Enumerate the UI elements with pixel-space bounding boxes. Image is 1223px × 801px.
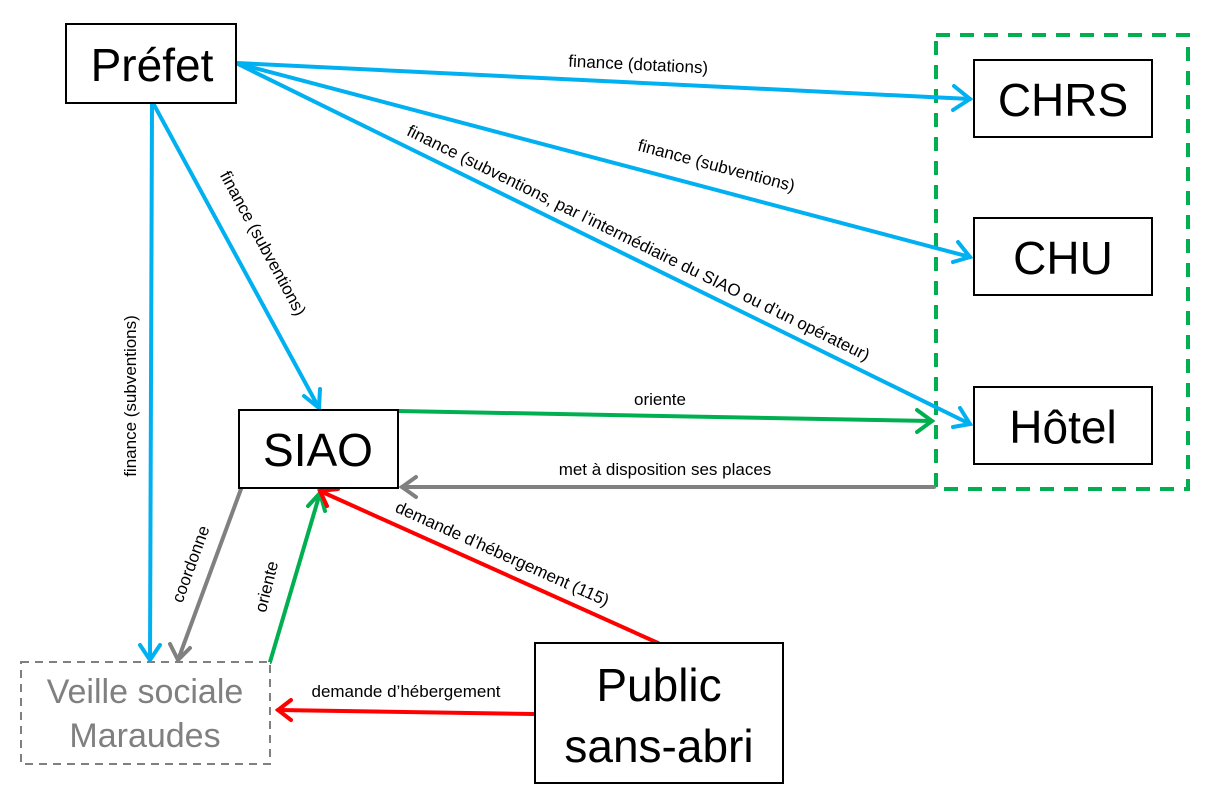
arrowhead-icon <box>274 698 293 722</box>
node-hotel-label: Hôtel <box>1009 401 1116 453</box>
node-prefet: Préfet <box>65 23 237 104</box>
edge-label-public-siao: demande d’hébergement (115) <box>392 498 612 611</box>
arrowhead-icon <box>317 487 340 508</box>
edge-label-prefet-veille: finance (subventions) <box>121 315 140 477</box>
edge-prefet-hotel <box>234 61 974 429</box>
edge-label-prefet-chrs: finance (dotations) <box>568 52 709 78</box>
edge-label-siao-hotel: oriente <box>634 390 686 409</box>
node-public-sans-abri: Public sans-abri <box>534 642 784 784</box>
edge-prefet-chu <box>234 61 974 264</box>
node-veille-line1: Veille sociale <box>47 673 244 711</box>
node-chu: CHU <box>973 217 1153 296</box>
node-chrs-label: CHRS <box>998 74 1128 126</box>
arrowhead-icon <box>138 643 162 664</box>
arrowhead-icon <box>915 408 936 434</box>
edge-label-veille-siao: oriente <box>251 559 282 614</box>
node-veille-sociale: Veille sociale Maraudes <box>20 661 271 765</box>
arrowhead-icon <box>398 475 418 499</box>
node-hotel: Hôtel <box>973 386 1153 465</box>
arrowhead-icon <box>951 84 974 112</box>
edge-public-siao <box>317 487 660 645</box>
edge-prefet-chrs <box>234 61 974 112</box>
edge-siao-hotel <box>396 408 936 434</box>
node-siao: SIAO <box>238 409 399 489</box>
edge-prefet-siao <box>151 101 322 412</box>
node-veille-line2: Maraudes <box>69 717 220 755</box>
edge-prefet-veille <box>138 101 162 664</box>
edge-label-siao-veille: coordonne <box>168 523 213 605</box>
arrowhead-icon <box>951 406 974 429</box>
node-chrs: CHRS <box>973 59 1153 138</box>
accommodation-group-border <box>934 33 1190 491</box>
edge-label-public-veille: demande d’hébergement <box>311 682 500 701</box>
arrowhead-icon <box>302 387 322 412</box>
node-prefet-label: Préfet <box>91 39 214 91</box>
edge-label-prefet-chu: finance (subventions) <box>636 136 797 196</box>
node-public-line2: sans-abri <box>564 720 753 772</box>
edge-label-group-siao: met à disposition ses places <box>559 460 772 479</box>
edge-group-siao <box>398 475 936 499</box>
arrowhead-icon <box>951 240 974 264</box>
edge-label-prefet-hotel: finance (subventions, par l’intermédiair… <box>404 121 873 365</box>
node-public-line1: Public <box>596 659 721 711</box>
edge-siao-veille <box>168 487 243 664</box>
node-chu-label: CHU <box>1013 232 1113 284</box>
arrowhead-icon <box>168 642 192 664</box>
node-siao-label: SIAO <box>263 424 373 476</box>
edge-public-veille <box>274 698 535 722</box>
